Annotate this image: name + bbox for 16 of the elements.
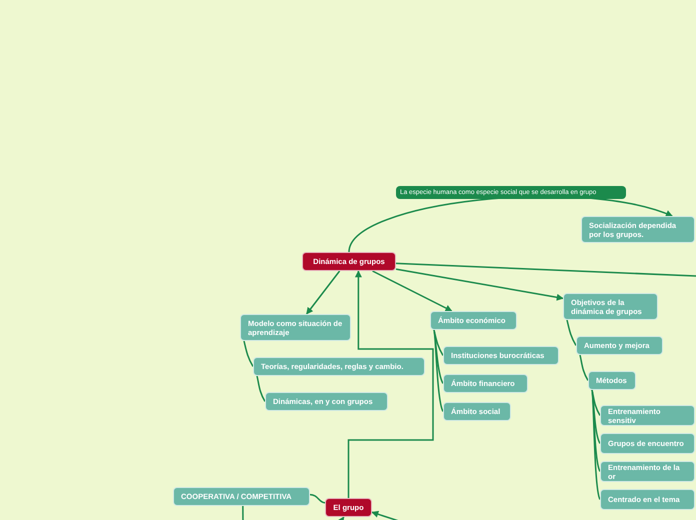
connector xyxy=(256,376,266,402)
connector xyxy=(591,390,601,416)
connector xyxy=(243,340,254,367)
connector xyxy=(591,390,601,500)
connector xyxy=(579,354,589,381)
connector xyxy=(566,320,577,346)
connector xyxy=(396,262,696,277)
connector xyxy=(242,506,244,520)
connector xyxy=(433,330,444,412)
connector xyxy=(433,330,444,356)
connector xyxy=(310,494,326,504)
connector xyxy=(396,268,564,301)
connector xyxy=(306,270,340,315)
connector xyxy=(372,270,452,312)
connector xyxy=(337,516,344,520)
connector xyxy=(348,270,434,498)
